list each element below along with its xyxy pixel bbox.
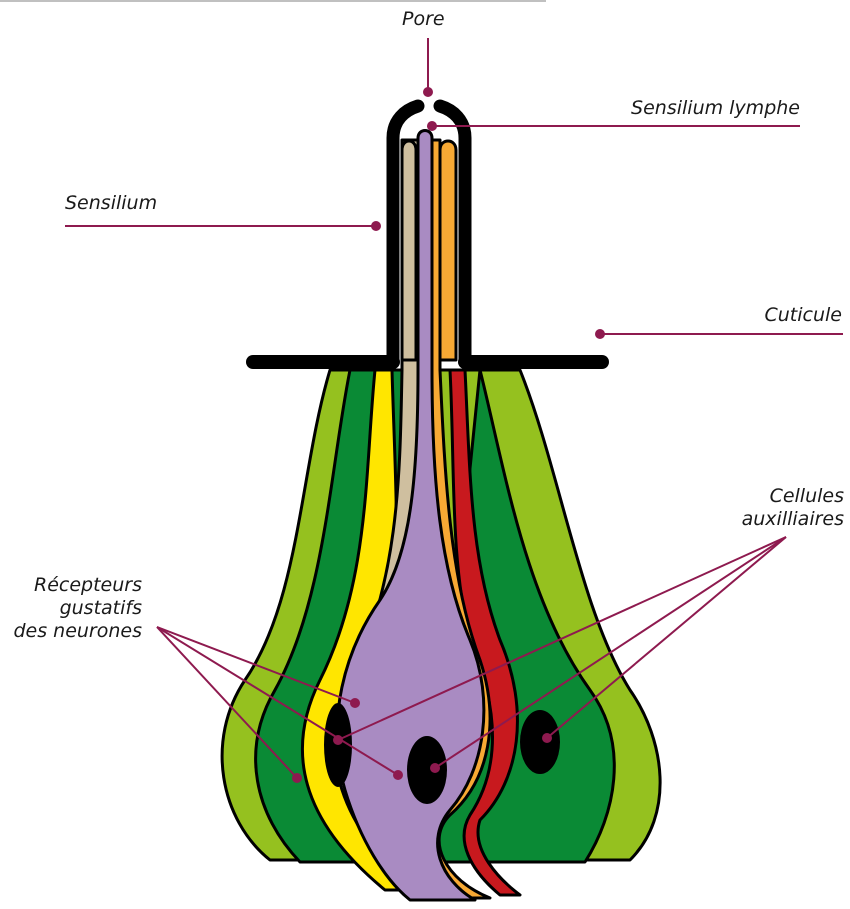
- label-sensilium: Sensilium: [65, 192, 157, 215]
- dot-aux-1: [333, 735, 343, 745]
- label-rec-line-1: Récepteurs: [13, 574, 142, 597]
- label-rec-line-2: gustatifs: [13, 597, 142, 620]
- dot-aux-2: [430, 763, 440, 773]
- dot-lymph: [427, 121, 437, 131]
- label-aux-line-1: Cellules: [742, 485, 844, 508]
- dot-sensilium: [371, 221, 381, 231]
- label-receptors: Récepteurs gustatifs des neurones: [13, 574, 142, 643]
- label-pore: Pore: [402, 8, 445, 31]
- label-auxiliary-cells: Cellules auxilliaires: [742, 485, 844, 531]
- dot-aux-3: [542, 733, 552, 743]
- dot-rec-3: [393, 770, 403, 780]
- label-aux-line-2: auxilliaires: [742, 508, 844, 531]
- label-cuticle: Cuticule: [765, 304, 843, 327]
- lymph-tubule-right: [440, 141, 456, 360]
- label-rec-line-3: des neurones: [13, 620, 142, 643]
- label-sensilium-lymph: Sensilium lymphe: [631, 97, 800, 120]
- nucleus-right: [520, 710, 560, 774]
- dot-rec-1: [350, 698, 360, 708]
- nucleus-center: [407, 736, 447, 804]
- dot-cuticle: [595, 329, 605, 339]
- lymph-tubule-left: [402, 141, 416, 360]
- dot-rec-2: [292, 773, 302, 783]
- dot-pore: [423, 87, 433, 97]
